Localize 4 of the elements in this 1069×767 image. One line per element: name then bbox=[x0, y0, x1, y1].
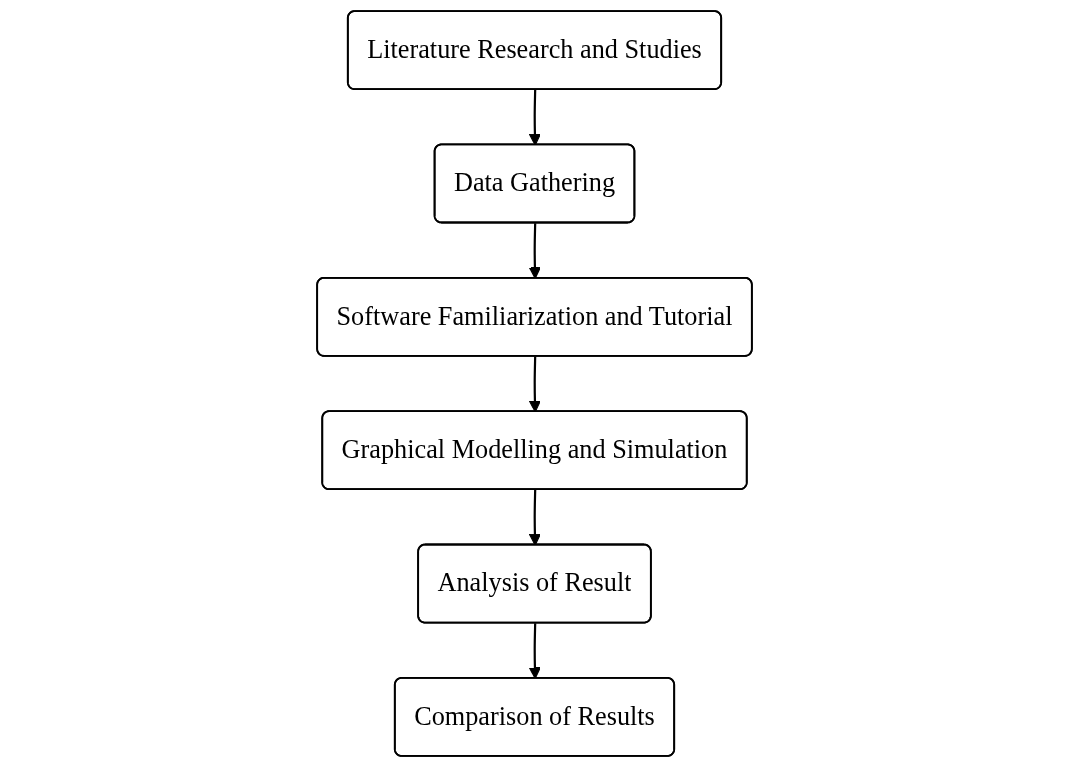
arrow bbox=[528, 356, 541, 413]
arrow bbox=[528, 489, 541, 546]
arrow bbox=[528, 89, 541, 146]
arrow bbox=[528, 223, 541, 279]
